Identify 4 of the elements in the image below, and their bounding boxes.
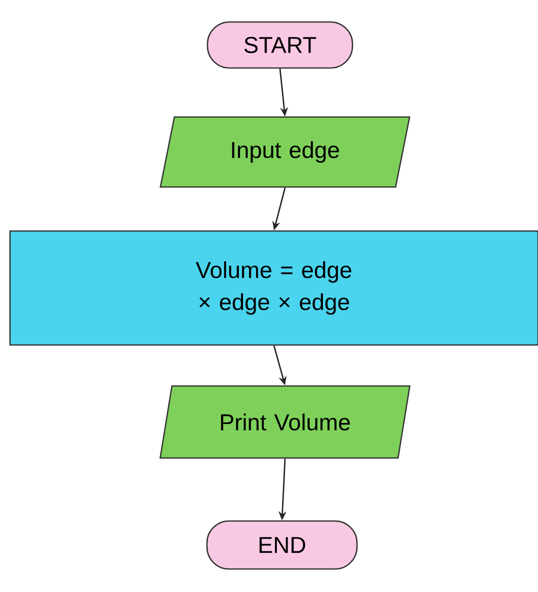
start-end-terminal: START — [206, 21, 354, 69]
start-end-terminal: END — [206, 520, 358, 570]
process-box: Volume = edge × edge × edge — [9, 230, 538, 346]
input-output-parallelogram: Input edge — [160, 116, 410, 188]
